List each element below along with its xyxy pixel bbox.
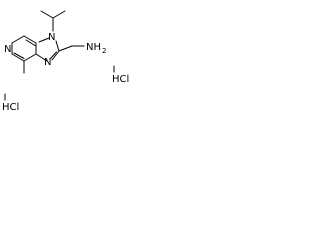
bond xyxy=(40,10,54,19)
bond xyxy=(38,37,50,43)
bond xyxy=(11,35,25,44)
molecule-drawing: N N N NH 2 HCl HCl xyxy=(2,10,129,113)
bond xyxy=(52,10,66,19)
bond-double-inner xyxy=(50,51,57,59)
bond xyxy=(58,45,73,52)
bond xyxy=(51,50,60,61)
bond xyxy=(23,53,37,62)
atom-n-pyridine: N xyxy=(4,44,11,55)
salt-hcl-right: HCl xyxy=(112,74,129,85)
bond xyxy=(55,40,60,52)
bond xyxy=(11,53,25,62)
atom-n-imidazole-top: N xyxy=(48,32,55,43)
atom-amine: NH xyxy=(86,42,101,53)
atom-n-imidazole-bottom: N xyxy=(44,57,51,68)
bond xyxy=(35,53,48,62)
bond-double-inner xyxy=(25,39,36,46)
salt-hcl-left: HCl xyxy=(2,102,19,113)
bond xyxy=(23,35,37,44)
bonds xyxy=(4,10,115,101)
atom-amine-subscript: 2 xyxy=(102,47,106,55)
structure-diagram: N N N NH 2 HCl HCl xyxy=(0,0,138,126)
bond-double-inner xyxy=(13,52,25,59)
